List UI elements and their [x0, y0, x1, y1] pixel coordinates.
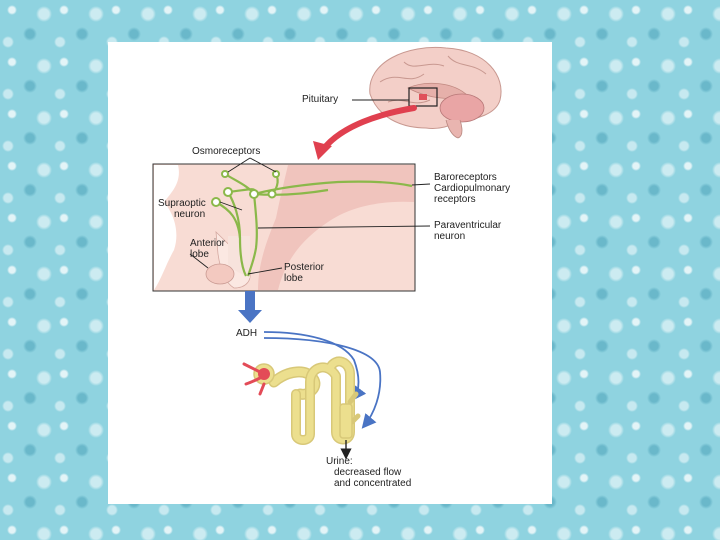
label-paraventricular-line1: Paraventricular: [434, 220, 502, 231]
blue-down-arrow: [238, 291, 262, 323]
pituitary-gland-mark: [419, 94, 427, 100]
adh-pathway-diagram: [152, 46, 502, 460]
pituitary-highlight-box: [408, 87, 438, 107]
label-baroreceptors-line3: receptors: [434, 194, 476, 205]
neuron-cell-bodies: [211, 170, 280, 207]
label-supraoptic-line1: Supraoptic: [158, 198, 206, 209]
label-posterior-line1: Posterior: [284, 262, 325, 273]
label-anterior-line2: lobe: [190, 249, 209, 260]
label-urine-line1: Urine:: [326, 456, 353, 467]
label-pituitary: Pituitary: [302, 94, 339, 105]
label-baroreceptors-line2: Cardiopulmonary: [434, 183, 511, 194]
label-baroreceptors-line1: Baroreceptors: [434, 172, 497, 183]
label-leader-lines: [189, 157, 431, 275]
label-posterior-line2: lobe: [284, 273, 303, 284]
red-pointer-arrow: [313, 105, 417, 160]
label-adh: ADH: [236, 328, 258, 339]
label-osmoreceptors: Osmoreceptors: [192, 146, 261, 157]
label-supraoptic-line2: neuron: [174, 209, 206, 220]
label-urine-line3: and concentrated: [334, 478, 412, 489]
label-paraventricular-line2: neuron: [434, 231, 466, 242]
brain-illustration: [369, 46, 502, 139]
label-anterior-line1: Anterior: [190, 238, 226, 249]
nephron-illustration: [242, 356, 361, 445]
label-urine-line2: decreased flow: [334, 467, 402, 478]
adh-flow-arrows: [263, 331, 382, 429]
diagram-slide: Pituitary Osmoreceptors Baroreceptors Ca…: [108, 42, 552, 504]
